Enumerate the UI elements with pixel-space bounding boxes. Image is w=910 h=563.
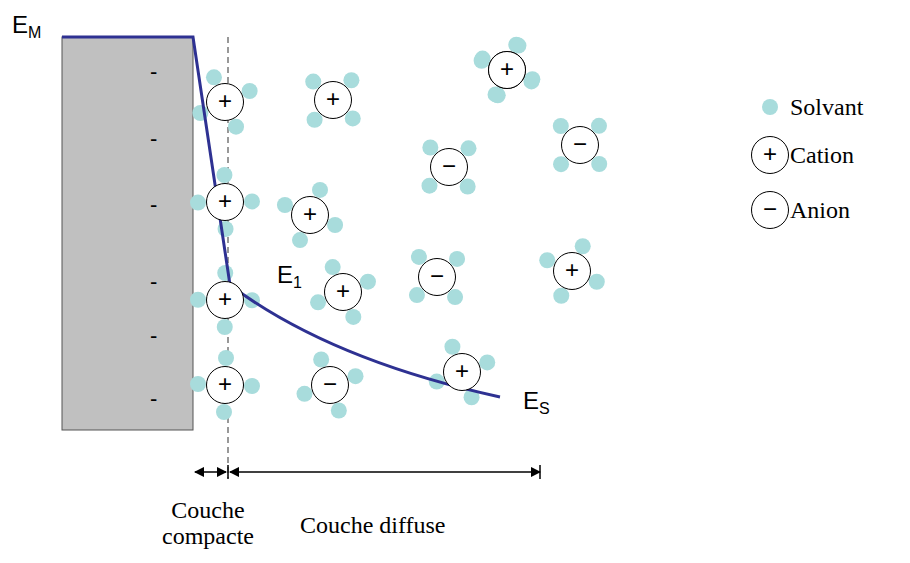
cation-circle: + <box>291 196 329 234</box>
solvent-dot <box>217 265 233 281</box>
diffuse-width-arrow <box>230 471 540 473</box>
solvent-dot <box>190 292 206 308</box>
ion-sign: − <box>430 264 444 288</box>
ion-sign: + <box>218 89 232 113</box>
cation-circle: + <box>206 366 244 404</box>
solvent-dot <box>523 73 539 89</box>
solvent-dot <box>216 404 232 420</box>
surface-charge: - <box>150 193 157 217</box>
legend-text: Anion <box>790 197 850 223</box>
solvent-dot <box>327 217 343 233</box>
layer-name: Couche diffuse <box>300 512 446 538</box>
cation-circle: + <box>324 273 362 311</box>
solvent-dot <box>242 83 258 99</box>
solvent-dot <box>228 119 244 135</box>
ion-sign: + <box>455 359 469 383</box>
ion-sign: − <box>442 154 456 178</box>
solvent-dot <box>296 386 312 402</box>
potential-symbol: E <box>277 262 293 288</box>
solvent-dot <box>553 288 569 304</box>
compact-width-arrow <box>195 471 226 473</box>
legend-swatch <box>762 99 778 115</box>
solvent-dot <box>331 403 347 419</box>
solvent-dot <box>589 274 605 290</box>
anion-circle: − <box>418 258 456 296</box>
cation-circle: + <box>553 252 591 290</box>
solvent-dot <box>447 289 463 305</box>
layer-name: Couche compacte <box>148 497 268 550</box>
cation-circle: + <box>488 51 526 89</box>
solvent-dot <box>345 110 361 126</box>
solvent-dot <box>460 179 476 195</box>
ion-sign: + <box>326 87 340 111</box>
cation-circle: + <box>206 183 244 221</box>
solvent-dot <box>360 274 376 290</box>
legend-sign: − <box>763 196 777 222</box>
surface-charge: - <box>150 127 157 151</box>
solvent-dot <box>313 351 329 367</box>
cation-circle: + <box>314 81 352 119</box>
solvent-dot <box>218 350 234 366</box>
ion-sign: − <box>573 132 587 156</box>
tick <box>227 465 229 479</box>
solvent-dot <box>479 354 495 370</box>
potential-symbol: E <box>523 388 539 414</box>
ion-sign: + <box>565 258 579 282</box>
legend-text: Solvant <box>790 94 863 120</box>
solvent-dot <box>190 195 206 211</box>
ion-sign: + <box>218 287 232 311</box>
legend-sign: + <box>763 141 777 167</box>
surface-charge: - <box>150 60 157 84</box>
surface-charge: - <box>150 324 157 348</box>
cation-circle: + <box>206 83 244 121</box>
potential-symbol: E <box>12 12 28 38</box>
potential-subscript: M <box>28 24 41 42</box>
ion-sign: + <box>500 57 514 81</box>
potential-curve <box>62 37 500 397</box>
surface-charge: - <box>150 270 157 294</box>
cation-circle: + <box>443 353 481 391</box>
solvent-dot <box>488 86 504 102</box>
solvent-dot <box>244 193 260 209</box>
solvent-dot <box>217 319 233 335</box>
anion-circle: − <box>561 126 599 164</box>
tick <box>539 465 541 479</box>
ion-sign: + <box>303 202 317 226</box>
ion-sign: + <box>218 372 232 396</box>
solvent-dot <box>345 309 361 325</box>
solvent-dot <box>216 167 232 183</box>
potential-subscript: 1 <box>293 274 302 292</box>
metal-electrode <box>62 37 193 430</box>
potential-subscript: S <box>539 400 550 418</box>
ion-sign: − <box>323 372 337 396</box>
anion-circle: − <box>311 366 349 404</box>
cation-circle: + <box>206 281 244 319</box>
solvent-dot <box>591 156 607 172</box>
anion-circle: − <box>430 148 468 186</box>
legend-text: Cation <box>790 142 854 168</box>
solvent-molecules <box>190 37 607 420</box>
surface-charge: - <box>150 387 157 411</box>
solvent-dot <box>292 232 308 248</box>
ion-sign: + <box>336 279 350 303</box>
ion-sign: + <box>218 189 232 213</box>
solvent-dot <box>348 368 364 384</box>
solvent-dot <box>190 376 206 392</box>
solvent-dot <box>244 378 260 394</box>
